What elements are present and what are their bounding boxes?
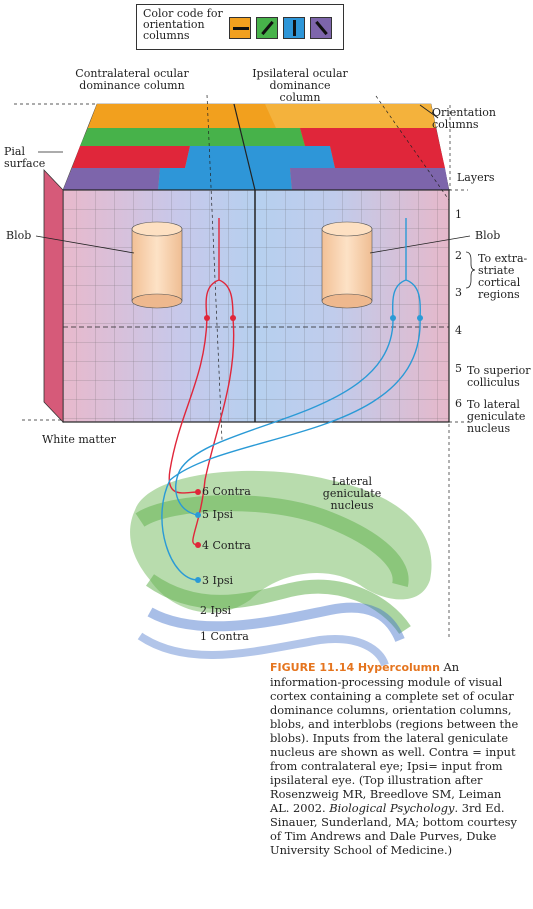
- layer-number-labels: 1 2 3 4 5 6: [455, 208, 462, 410]
- color-code-legend: Color code for orientation columns: [136, 4, 344, 50]
- front-face-layers: [62, 189, 450, 423]
- layer-6-number: 6: [455, 397, 462, 410]
- figure-number: FIGURE 11.14: [270, 661, 355, 674]
- caption-body: An information-processing module of visu…: [270, 660, 519, 787]
- vertical-orientation-swatch: [283, 17, 305, 39]
- top-face-orientation-columns: [62, 103, 450, 191]
- axon-terminals: [195, 315, 423, 583]
- lgn-layer-5: 5 Ipsi: [202, 508, 234, 521]
- orientation-columns-label: Orientation columns: [432, 106, 497, 131]
- lgn-layer-2: 2 Ipsi: [200, 604, 232, 617]
- lateral-geniculate-nucleus: [130, 470, 432, 667]
- layer-5-destination: To superior colliculus: [467, 364, 531, 389]
- lgn-label: Lateral geniculate nucleus: [322, 475, 382, 512]
- caption-credit-book: Biological Psychology: [329, 801, 455, 815]
- caption-credit-pre: (Top illustration after Rosenzweig MR, B…: [270, 773, 502, 815]
- oblique-right-orientation-swatch: [256, 17, 278, 39]
- guide-lines: [14, 94, 470, 640]
- layer-1-number: 1: [455, 208, 462, 221]
- lgn-layer-4: 4 Contra: [202, 539, 251, 552]
- oblique-left-orientation-swatch: [310, 17, 332, 39]
- leader-lines: [35, 104, 471, 254]
- caption-credit-post: . 3rd Ed. Sinauer, Sunderland, MA; botto…: [270, 801, 517, 857]
- ipsi-axons: [161, 218, 421, 581]
- layers-label: Layers: [457, 171, 495, 184]
- color-code-label: Color code for orientation columns: [143, 7, 223, 42]
- lgn-layer-6: 6 Contra: [202, 485, 251, 498]
- blob-right-label: Blob: [475, 229, 501, 242]
- lgn-layer-labels: 6 Contra 5 Ipsi 4 Contra 3 Ipsi 2 Ipsi 1…: [200, 485, 251, 643]
- blob-left-label: Blob: [6, 229, 32, 242]
- layer-2-3-destination: To extra-striate cortical regions: [478, 252, 528, 301]
- ipsilateral-column-label: Ipsilateral ocular dominance column: [252, 67, 348, 104]
- horizontal-orientation-swatch: [229, 17, 251, 39]
- blob-left: [131, 221, 183, 309]
- lgn-layer-1: 1 Contra: [200, 630, 249, 643]
- figure-caption: FIGURE 11.14 Hypercolumn An information-…: [270, 660, 520, 857]
- white-matter-label: White matter: [42, 433, 116, 446]
- contra-axons: [168, 218, 235, 546]
- blob-right: [321, 221, 373, 309]
- layer-5-number: 5: [455, 362, 462, 375]
- layer-3-number: 3: [455, 286, 462, 299]
- figure-title: Hypercolumn: [357, 661, 440, 674]
- layer-2-number: 2: [455, 249, 462, 262]
- left-side-face: [43, 168, 64, 424]
- pial-surface-label: Pial surface: [4, 145, 46, 170]
- contralateral-column-label: Contralateral ocular dominance column: [75, 67, 189, 92]
- layer-6-destination: To lateral geniculate nucleus: [467, 398, 526, 435]
- lgn-layer-3: 3 Ipsi: [202, 574, 234, 587]
- layer-4-number: 4: [455, 324, 462, 337]
